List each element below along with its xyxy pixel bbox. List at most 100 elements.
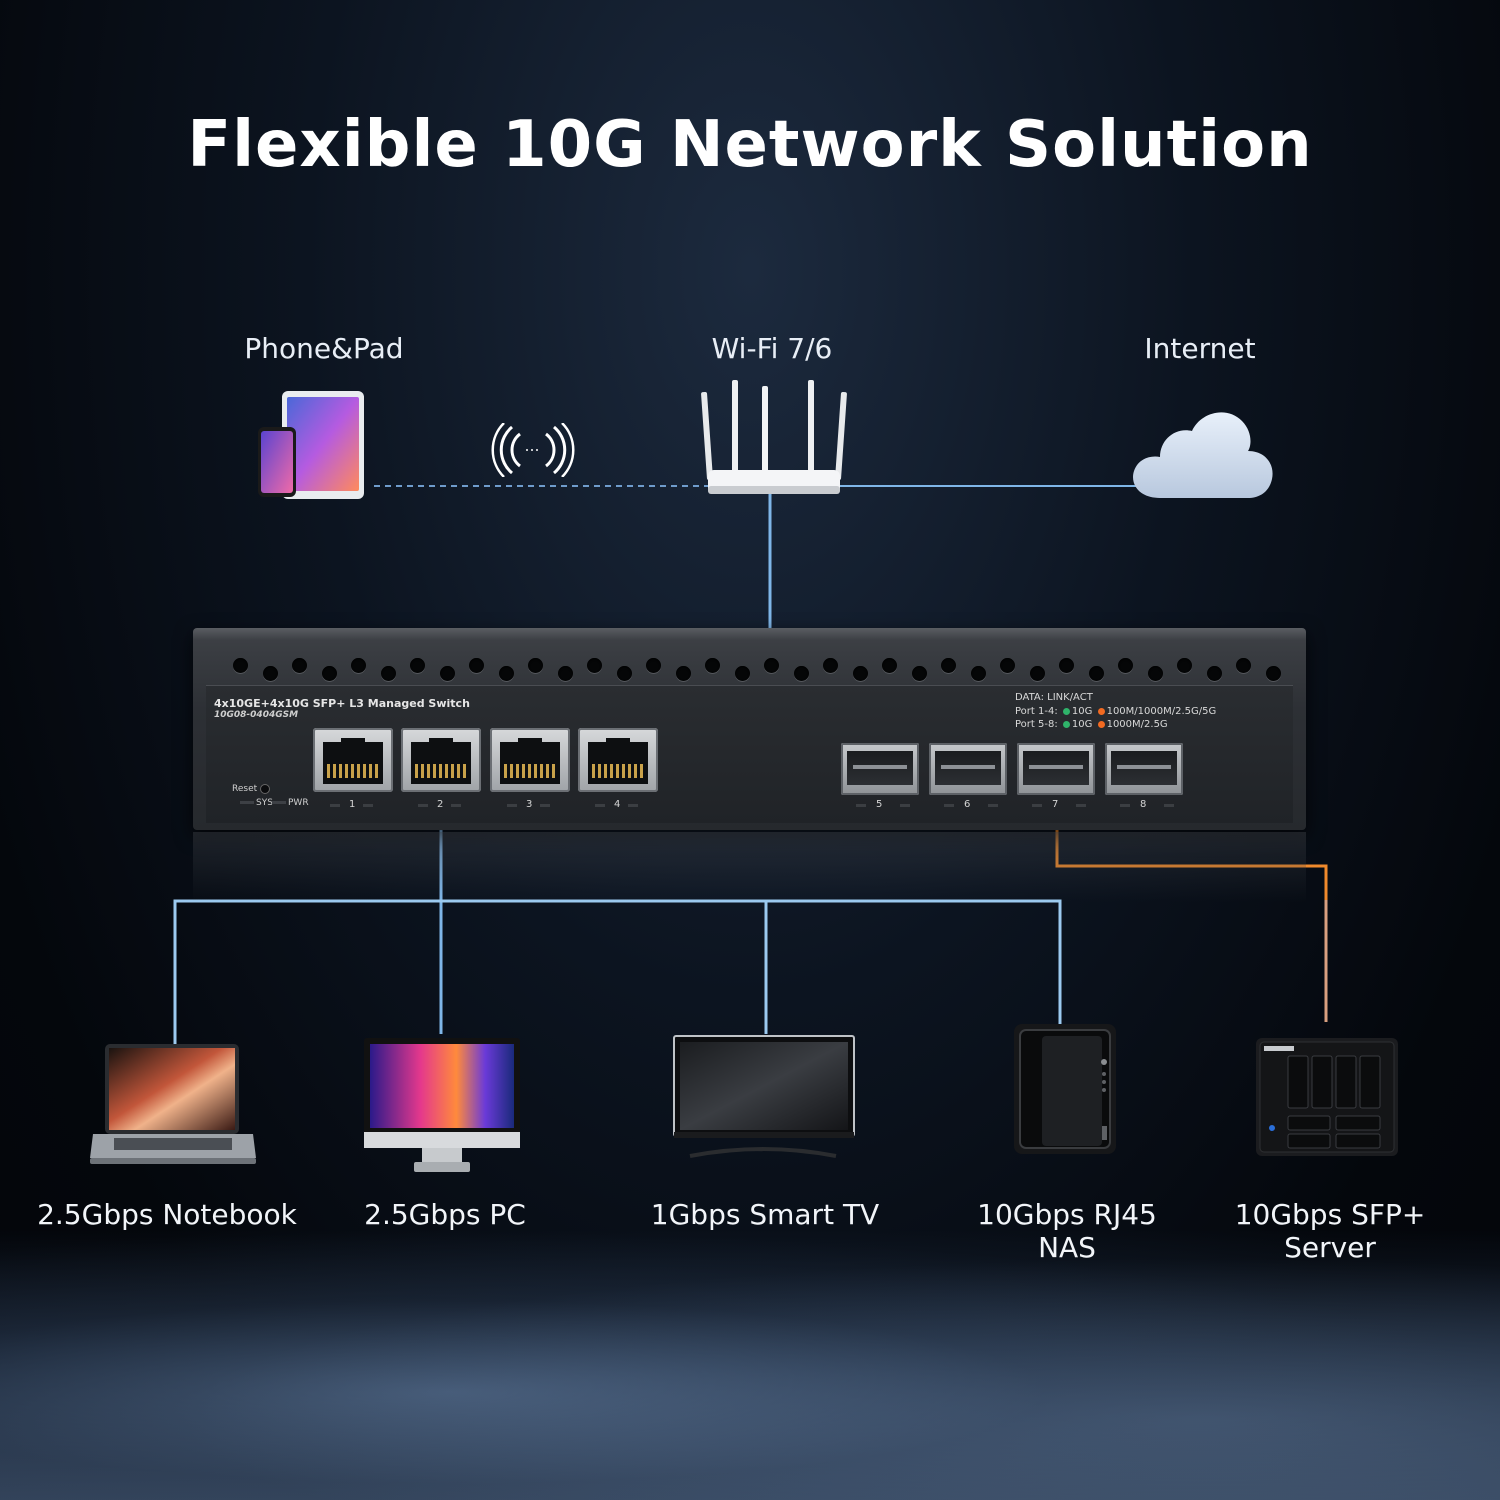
port-led <box>363 804 373 807</box>
green-led-icon <box>1062 721 1070 728</box>
vent-hole <box>528 658 543 673</box>
led-row2-green: 10G <box>1071 719 1093 730</box>
vent-hole <box>941 658 956 673</box>
vent-hole <box>852 666 868 681</box>
switch-vent-row <box>193 628 1306 688</box>
led-row1-orange: 100M/1000M/2.5G/5G <box>1106 706 1217 717</box>
vent-hole <box>380 666 396 681</box>
floor-glow <box>0 1230 1500 1500</box>
rj45-port-4[interactable] <box>578 728 658 792</box>
sfp-port-5[interactable] <box>841 743 919 795</box>
vent-hole <box>410 658 425 673</box>
device-label-server: 10Gbps SFP+ Server <box>1220 1198 1440 1264</box>
nas-label-line-2: NAS <box>1038 1231 1096 1264</box>
port-number: 5 <box>876 799 883 810</box>
vent-hole <box>1206 666 1222 681</box>
router-icon <box>696 378 852 498</box>
led-row1-label: Port 1-4: <box>1015 706 1058 717</box>
reset-label: Reset <box>232 784 258 794</box>
vent-hole <box>351 658 366 673</box>
vent-hole <box>233 658 248 673</box>
port-number: 7 <box>1052 799 1059 810</box>
vent-hole <box>675 666 691 681</box>
sfp-port-7[interactable] <box>1017 743 1095 795</box>
vent-hole <box>498 666 514 681</box>
vent-hole <box>1029 666 1045 681</box>
tv-icon <box>668 1034 858 1160</box>
page-title: Flexible 10G Network Solution <box>187 108 1313 182</box>
orange-led-icon <box>1097 708 1105 715</box>
port-led <box>418 804 428 807</box>
wireless-signal-icon <box>490 422 576 478</box>
vent-hole <box>587 658 602 673</box>
port-led <box>988 804 998 807</box>
nas-label-line-1: 10Gbps RJ45 <box>977 1198 1157 1231</box>
vent-hole <box>1147 666 1163 681</box>
rj45-port-2[interactable] <box>401 728 481 792</box>
vent-hole <box>1000 658 1015 673</box>
port-number: 3 <box>526 799 533 810</box>
vent-hole <box>1177 658 1192 673</box>
port-led <box>1032 804 1042 807</box>
switch-model-text: 4x10GE+4x10G SFP+ L3 Managed Switch <box>214 697 470 710</box>
led-row1-green: 10G <box>1071 706 1093 717</box>
vent-hole <box>1088 666 1104 681</box>
server-label-line-2: Server <box>1284 1231 1376 1264</box>
vent-hole <box>970 666 986 681</box>
port-number: 1 <box>349 799 356 810</box>
pwr-led <box>272 801 286 804</box>
vent-hole <box>262 666 278 681</box>
port-led <box>595 804 605 807</box>
wifi-label: Wi-Fi 7/6 <box>711 332 833 365</box>
sys-led <box>240 801 254 804</box>
port-led <box>628 804 638 807</box>
vent-hole <box>616 666 632 681</box>
device-label-pc: 2.5Gbps PC <box>364 1198 526 1231</box>
orange-led-icon <box>1097 721 1105 728</box>
led-legend-row-2: Port 5-8: 10G 1000M/2.5G <box>1015 719 1168 730</box>
port-number: 8 <box>1140 799 1147 810</box>
phone-pad-icon <box>256 389 368 501</box>
device-label-nas: 10Gbps RJ45 NAS <box>962 1198 1172 1264</box>
port-led <box>944 804 954 807</box>
vent-hole <box>911 666 927 681</box>
port-number: 2 <box>437 799 444 810</box>
reset-button[interactable] <box>260 784 270 794</box>
sfp-port-6[interactable] <box>929 743 1007 795</box>
vent-hole <box>1265 666 1281 681</box>
server-icon <box>1254 1036 1400 1158</box>
rj45-port-1[interactable] <box>313 728 393 792</box>
port-led <box>540 804 550 807</box>
monitor-icon <box>362 1036 522 1174</box>
vent-hole <box>646 658 661 673</box>
sfp-port-8[interactable] <box>1105 743 1183 795</box>
port-led <box>451 804 461 807</box>
switch-sku-text: 10G08-0404GSM <box>214 710 299 720</box>
server-label-line-1: 10Gbps SFP+ <box>1234 1198 1426 1231</box>
nas-icon <box>1012 1022 1118 1156</box>
vent-hole <box>823 658 838 673</box>
led-legend-header: DATA: LINK/ACT <box>1015 692 1093 703</box>
vent-hole <box>1236 658 1251 673</box>
sys-label: SYS <box>256 798 273 808</box>
port-led <box>856 804 866 807</box>
laptop-icon <box>88 1042 258 1167</box>
vent-hole <box>469 658 484 673</box>
internet-label: Internet <box>1144 332 1256 365</box>
led-legend-row-1: Port 1-4: 10G 100M/1000M/2.5G/5G <box>1015 706 1216 717</box>
vent-hole <box>557 666 573 681</box>
led-row2-orange: 1000M/2.5G <box>1106 719 1168 730</box>
port-led <box>1164 804 1174 807</box>
green-led-icon <box>1062 708 1070 715</box>
port-led <box>1120 804 1130 807</box>
device-label-tv: 1Gbps Smart TV <box>650 1198 880 1231</box>
vent-hole <box>1118 658 1133 673</box>
phone-pad-label: Phone&Pad <box>244 332 404 365</box>
rj45-port-3[interactable] <box>490 728 570 792</box>
port-number: 6 <box>964 799 971 810</box>
vent-hole <box>882 658 897 673</box>
vent-hole <box>292 658 307 673</box>
port-led <box>1076 804 1086 807</box>
vent-hole <box>705 658 720 673</box>
vent-hole <box>734 666 750 681</box>
